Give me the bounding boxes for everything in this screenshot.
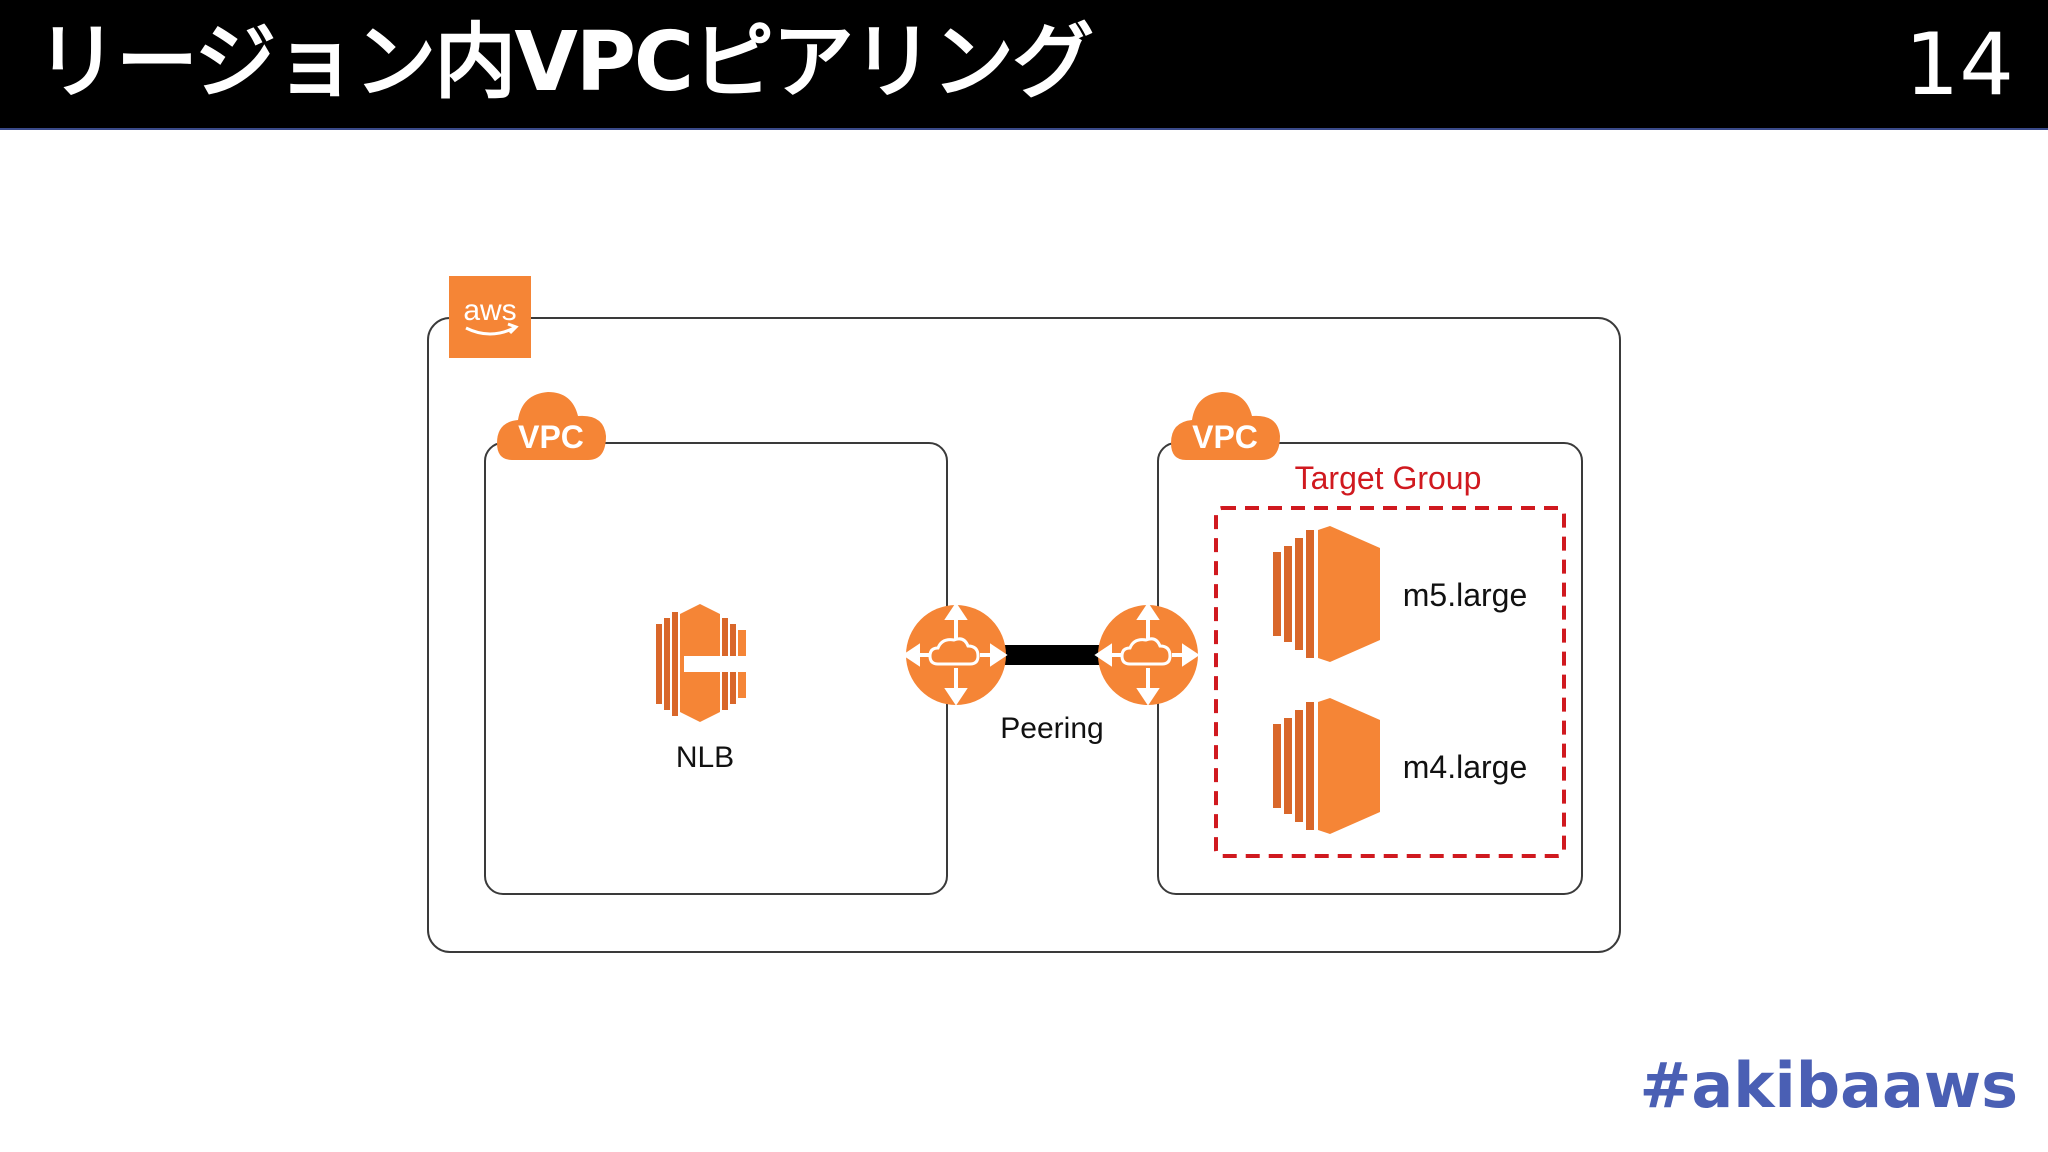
aws-logo-icon: aws xyxy=(449,276,531,358)
vpc-router-icon xyxy=(902,602,1008,706)
instance-label-m5: m5.large xyxy=(1403,577,1528,613)
nlb-label: NLB xyxy=(676,741,734,774)
target-group-boundary xyxy=(1214,506,1566,858)
peering-connection-line xyxy=(1000,645,1102,665)
vpc-left-badge: VPC xyxy=(518,419,584,455)
vpc-right-badge: VPC xyxy=(1192,419,1258,455)
instance-label-m4: m4.large xyxy=(1403,749,1528,785)
load-balancer-icon xyxy=(656,604,746,722)
ec2-instance-icon xyxy=(1273,526,1380,662)
vpc-right-container xyxy=(1157,442,1583,895)
ec2-instance-icon xyxy=(1273,698,1380,834)
slide-title: リージョン内VPCピアリング xyxy=(36,15,1094,110)
hashtag: #akibaaws xyxy=(1639,1049,2018,1122)
vpc-cloud-icon: VPC xyxy=(1171,392,1280,460)
vpc-cloud-icon: VPC xyxy=(497,392,606,460)
aws-logo-text: aws xyxy=(463,294,516,327)
page-number: 14 xyxy=(1904,15,2014,115)
slide-header: リージョン内VPCピアリング 14 xyxy=(0,0,2048,130)
peering-label: Peering xyxy=(1000,712,1103,745)
target-group-label: Target Group xyxy=(1295,460,1482,496)
vpc-router-icon xyxy=(1094,602,1200,706)
